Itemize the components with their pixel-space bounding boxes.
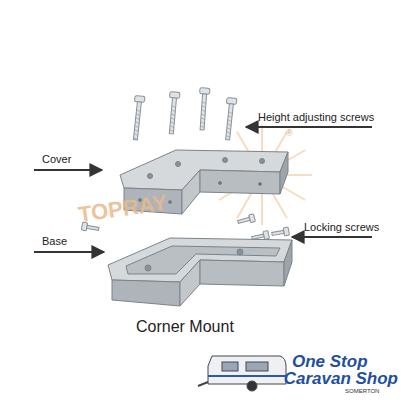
watermark-ray: [271, 191, 287, 219]
logo-text: Caravan Shop: [284, 369, 398, 389]
part-label: Height adjusting screws: [258, 111, 374, 123]
base-part: [108, 238, 292, 306]
watermark-ray: [261, 193, 263, 225]
height-adjusting-screws: [130, 88, 237, 141]
watermark: ®: [286, 128, 293, 138]
pointer-arrows: [34, 127, 372, 252]
screw-thread: [200, 102, 206, 128]
part-label: Base: [42, 235, 67, 247]
screw-thread: [170, 106, 176, 132]
part-label: Cover: [42, 153, 71, 165]
part-label: Locking screws: [304, 221, 379, 233]
caravan-logo: [198, 356, 286, 391]
screw-thread: [226, 112, 233, 138]
screw-thread: [133, 110, 140, 140]
logo-subtext: SOMERTON: [345, 388, 379, 394]
watermark: TOPRAY: [77, 190, 169, 228]
caption: Corner Mount: [136, 318, 234, 336]
